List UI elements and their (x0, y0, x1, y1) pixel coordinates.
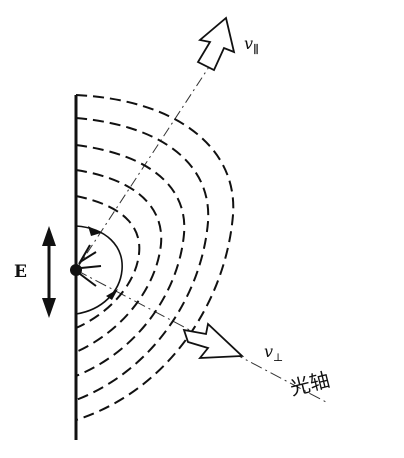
wavefront-5 (75, 195, 141, 329)
wavefront-3 (75, 144, 186, 377)
v-parallel-subscript: ∥ (253, 43, 259, 56)
v-parallel-arrow-icon (196, 16, 236, 72)
e-field-label: E (14, 262, 27, 282)
radial-strokes (78, 244, 102, 287)
wavefront-2 (75, 117, 210, 401)
wavefront-4 (75, 169, 163, 353)
source-semicircle (75, 225, 123, 315)
v-perp-arrow-icon (182, 322, 245, 359)
ray-line-upper (75, 43, 225, 271)
curved-arrow-upper-icon (88, 226, 101, 236)
curved-arrow-lower-icon (106, 289, 118, 300)
v-perp-label: v⊥ (264, 342, 283, 364)
optic-axis-label: 光轴 (288, 367, 333, 400)
e-field-arrow-icon (42, 226, 56, 318)
v-perp-subscript: ⊥ (273, 351, 283, 364)
wavefront-1 (75, 94, 235, 421)
wavefront-ellipses (75, 94, 235, 421)
v-parallel-label: v∥ (244, 34, 259, 56)
point-source (70, 264, 82, 276)
